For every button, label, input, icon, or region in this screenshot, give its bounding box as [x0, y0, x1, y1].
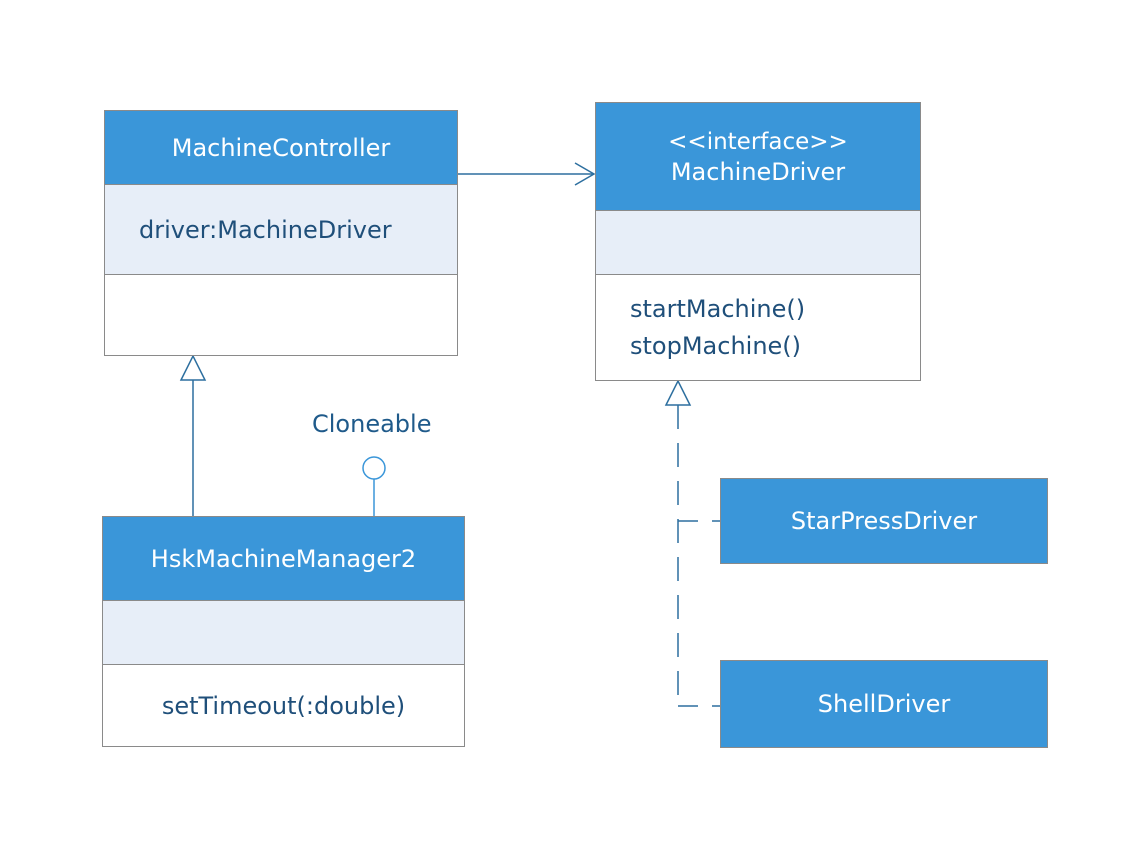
class-header: MachineController	[105, 111, 457, 185]
attributes-compartment	[103, 601, 464, 665]
operations-compartment	[105, 275, 457, 355]
association-arrow	[458, 162, 596, 186]
class-machine-controller[interactable]: MachineController driver:MachineDriver	[104, 110, 458, 356]
generalization-arrow	[179, 354, 207, 516]
class-name: MachineController	[171, 133, 391, 162]
operation-start-machine: startMachine()	[630, 295, 806, 323]
operations-compartment: setTimeout(:double)	[103, 665, 464, 746]
operations-compartment: startMachine() stopMachine()	[596, 275, 920, 380]
class-hsk-machine-manager[interactable]: HskMachineManager2 setTimeout(:double)	[102, 516, 465, 747]
operation-stop-machine: stopMachine()	[630, 332, 802, 360]
attributes-compartment: driver:MachineDriver	[105, 185, 457, 275]
cloneable-label: Cloneable	[312, 410, 432, 438]
stereotype-label: <<interface>>	[668, 128, 848, 155]
class-header: <<interface>> MachineDriver	[596, 103, 920, 211]
class-name: ShellDriver	[817, 690, 951, 718]
class-name: HskMachineManager2	[150, 544, 417, 573]
attribute-driver: driver:MachineDriver	[139, 215, 392, 244]
interface-machine-driver[interactable]: <<interface>> MachineDriver startMachine…	[595, 102, 921, 381]
cloneable-lollipop	[362, 456, 386, 516]
class-name: StarPressDriver	[790, 507, 978, 535]
attributes-compartment	[596, 211, 920, 275]
realization-arrow	[664, 379, 720, 707]
class-name: MachineDriver	[670, 157, 846, 186]
operation-set-timeout: setTimeout(:double)	[161, 691, 406, 720]
class-header: HskMachineManager2	[103, 517, 464, 601]
class-shell-driver[interactable]: ShellDriver	[720, 660, 1048, 748]
class-star-press-driver[interactable]: StarPressDriver	[720, 478, 1048, 564]
